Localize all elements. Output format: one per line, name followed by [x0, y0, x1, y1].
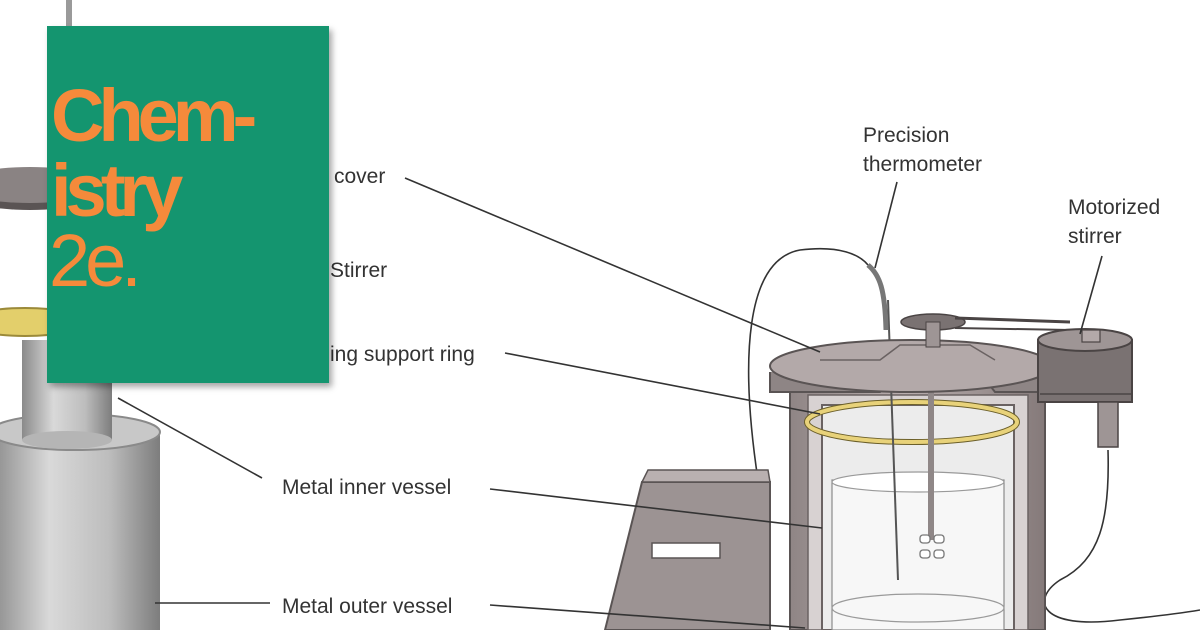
label-thermometer-line2: thermometer — [863, 153, 982, 176]
label-support-ring: ing support ring — [330, 343, 475, 366]
label-outer-vessel: Metal outer vessel — [282, 595, 452, 618]
leader-left-inner-vessel — [117, 397, 263, 479]
leader-cover — [404, 177, 821, 353]
stirrer-shaft — [928, 345, 934, 540]
leader-thermometer — [874, 181, 898, 269]
label-inner-vessel: Metal inner vessel — [282, 476, 451, 499]
leader-outer-vessel — [489, 604, 806, 629]
left-outer-vessel — [0, 430, 160, 630]
label-cover: cover — [334, 165, 385, 188]
labels: cover Stirrer ing support ring Metal inn… — [282, 124, 1160, 618]
motor-cable — [1043, 449, 1200, 623]
readout-box — [603, 469, 771, 630]
motor — [1037, 328, 1133, 448]
book-title-line2: istry — [51, 149, 183, 232]
left-rod — [66, 0, 72, 30]
calorimeter — [603, 247, 1200, 630]
label-thermometer-line1: Precision — [863, 124, 949, 147]
stirrer-paddle — [919, 534, 945, 559]
book-title-line1: Chem- — [51, 74, 257, 157]
water — [831, 479, 1005, 630]
label-motorized-line2: stirrer — [1068, 225, 1122, 248]
label-motorized-line1: Motorized — [1068, 196, 1160, 219]
label-stirrer: Stirrer — [330, 259, 387, 282]
leader-support-ring — [504, 352, 821, 415]
leader-lines — [117, 177, 1103, 629]
leader-motorized-stirrer — [1079, 255, 1103, 335]
support-ring — [805, 400, 1019, 444]
leader-inner-vessel — [489, 488, 823, 529]
cover — [769, 339, 1053, 393]
book-cover: Chem- istry 2e. — [47, 26, 329, 383]
book-edition: 2e. — [49, 219, 142, 302]
readout-display — [651, 542, 721, 559]
pulley — [900, 313, 1071, 348]
